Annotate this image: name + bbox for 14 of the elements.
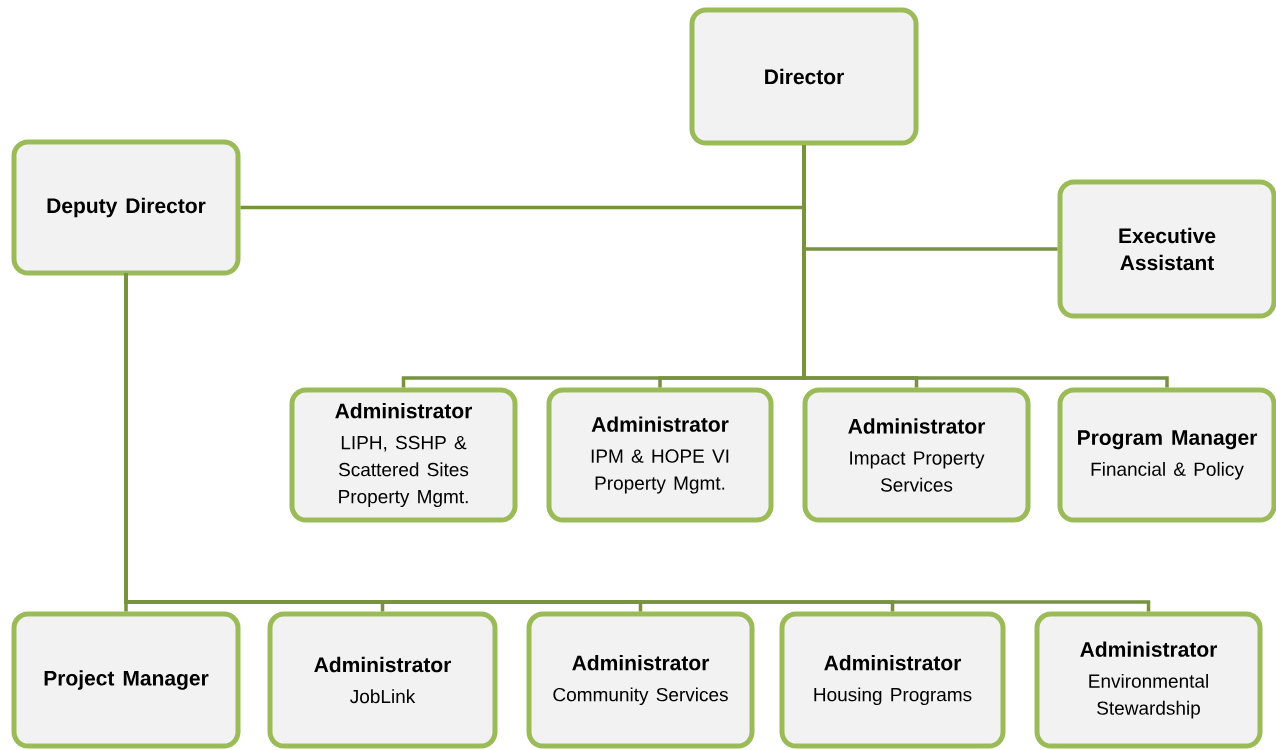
position-box: Project Manager	[11, 611, 241, 749]
position-box: Executive Assistant	[1057, 179, 1276, 319]
connector-line	[802, 145, 1169, 388]
connector-line	[124, 273, 1151, 613]
position-box: Administrator Environmental Stewardship	[1034, 611, 1263, 749]
position-box: Program Manager Financial & Policy	[1057, 387, 1276, 523]
position-box: Administrator IPM & HOPE VI Property Mgmt.	[546, 387, 774, 523]
position-box: Administrator Housing Programs	[779, 611, 1006, 749]
position-box: Administrator Community Services	[526, 611, 755, 749]
position-box: Administrator JobLink	[267, 611, 498, 749]
position-box: Administrator LIPH, SSHP & Scattered Sites Property Mgmt.	[289, 387, 518, 523]
position-box: Administrator Impact Property Services	[802, 387, 1031, 523]
position-box: Director	[689, 7, 919, 146]
position-box: Deputy Director	[11, 139, 241, 276]
